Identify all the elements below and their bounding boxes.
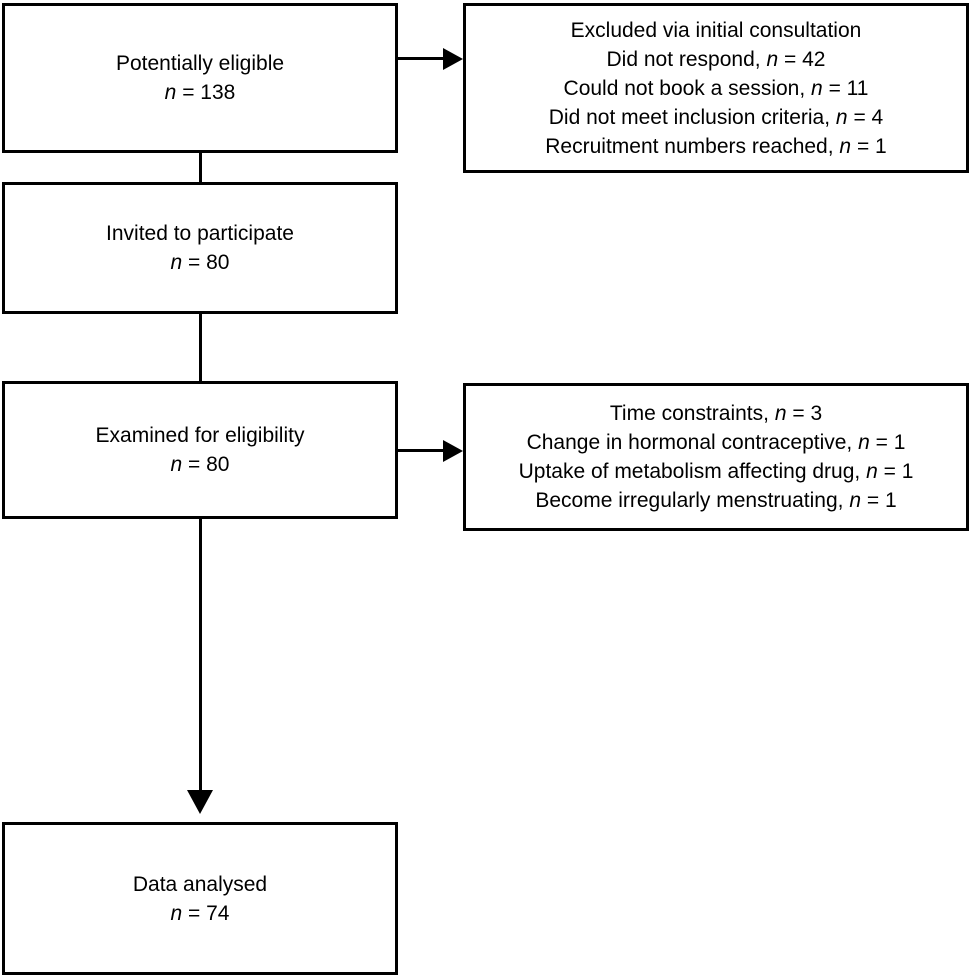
node-invited-to-participate: Invited to participate n = 80 — [2, 182, 398, 314]
reason-text: Uptake of metabolism affecting drug, — [518, 460, 861, 483]
node-potentially-eligible: Potentially eligible n = 138 — [2, 3, 398, 153]
exclusion-reason: Recruitment numbers reached, n = 1 — [545, 132, 886, 161]
node-count: n = 80 — [171, 450, 230, 479]
exclusion-reason: Time constraints, n = 3 — [610, 399, 822, 428]
arrow-right-icon — [443, 48, 463, 70]
count-symbol: n — [811, 76, 823, 100]
exclusion-reason: Become irregularly menstruating, n = 1 — [535, 486, 896, 515]
count-symbol: n — [839, 134, 852, 158]
count-value: = 1 — [875, 431, 906, 454]
node-count: n = 74 — [171, 899, 230, 928]
exclusion-reason: Did not respond, n = 42 — [607, 45, 826, 74]
count-symbol: n — [164, 81, 177, 104]
exclusion-reason: Could not book a session, n = 11 — [564, 74, 869, 103]
node-count: n = 138 — [165, 78, 236, 107]
connector-invited-to-examined — [199, 312, 202, 383]
node-excluded-at-eligibility: Time constraints, n = 3 Change in hormon… — [463, 383, 969, 531]
exclusion-reason: Change in hormonal contraceptive, n = 1 — [527, 428, 906, 457]
arrow-down-icon — [187, 790, 213, 814]
reason-text: Could not book a session, — [563, 76, 806, 100]
node-examined-for-eligibility: Examined for eligibility n = 80 — [2, 381, 398, 519]
count-value: = 74 — [188, 901, 230, 925]
count-value: = 80 — [188, 453, 230, 476]
count-value: = 3 — [792, 402, 823, 425]
count-symbol: n — [170, 901, 183, 925]
node-label: Examined for eligibility — [95, 424, 305, 447]
node-label: Data analysed — [132, 872, 268, 896]
exclusion-reason: Did not meet inclusion criteria, n = 4 — [549, 103, 883, 132]
count-symbol: n — [849, 489, 862, 512]
count-value: = 4 — [853, 105, 884, 129]
count-symbol: n — [858, 431, 870, 454]
connector-examined-to-excluded — [397, 449, 449, 452]
node-label: Potentially eligible — [115, 52, 285, 75]
count-symbol: n — [774, 402, 787, 425]
node-excluded-initial-consultation: Excluded via initial consultation Did no… — [463, 3, 969, 173]
exclusion-heading: Excluded via initial consultation — [570, 18, 862, 42]
count-value: = 1 — [866, 489, 897, 512]
count-symbol: n — [766, 47, 779, 71]
node-count: n = 80 — [171, 248, 230, 277]
connector-examined-to-analysed — [199, 517, 202, 803]
reason-text: Become irregularly menstruating, — [535, 489, 844, 512]
reason-text: Recruitment numbers reached, — [545, 134, 834, 158]
exclusion-reason: Uptake of metabolism affecting drug, n =… — [519, 457, 914, 486]
connector-eligible-to-excluded — [397, 57, 449, 60]
count-value: = 1 — [883, 460, 914, 483]
count-symbol: n — [866, 460, 878, 483]
count-value: = 138 — [182, 81, 236, 104]
count-symbol: n — [170, 251, 183, 274]
count-symbol: n — [170, 453, 183, 476]
node-label: Invited to participate — [106, 222, 294, 245]
reason-text: Did not respond, — [606, 47, 761, 71]
count-value: = 11 — [828, 76, 869, 100]
reason-text: Change in hormonal contraceptive, — [526, 431, 853, 454]
count-value: = 42 — [784, 47, 826, 71]
connector-eligible-to-invited — [199, 152, 202, 184]
count-value: = 80 — [188, 251, 230, 274]
node-data-analysed: Data analysed n = 74 — [2, 822, 398, 975]
count-symbol: n — [835, 105, 848, 129]
count-value: = 1 — [856, 134, 887, 158]
reason-text: Did not meet inclusion criteria, — [548, 105, 831, 129]
arrow-right-icon — [443, 440, 463, 462]
reason-text: Time constraints, — [609, 402, 769, 425]
